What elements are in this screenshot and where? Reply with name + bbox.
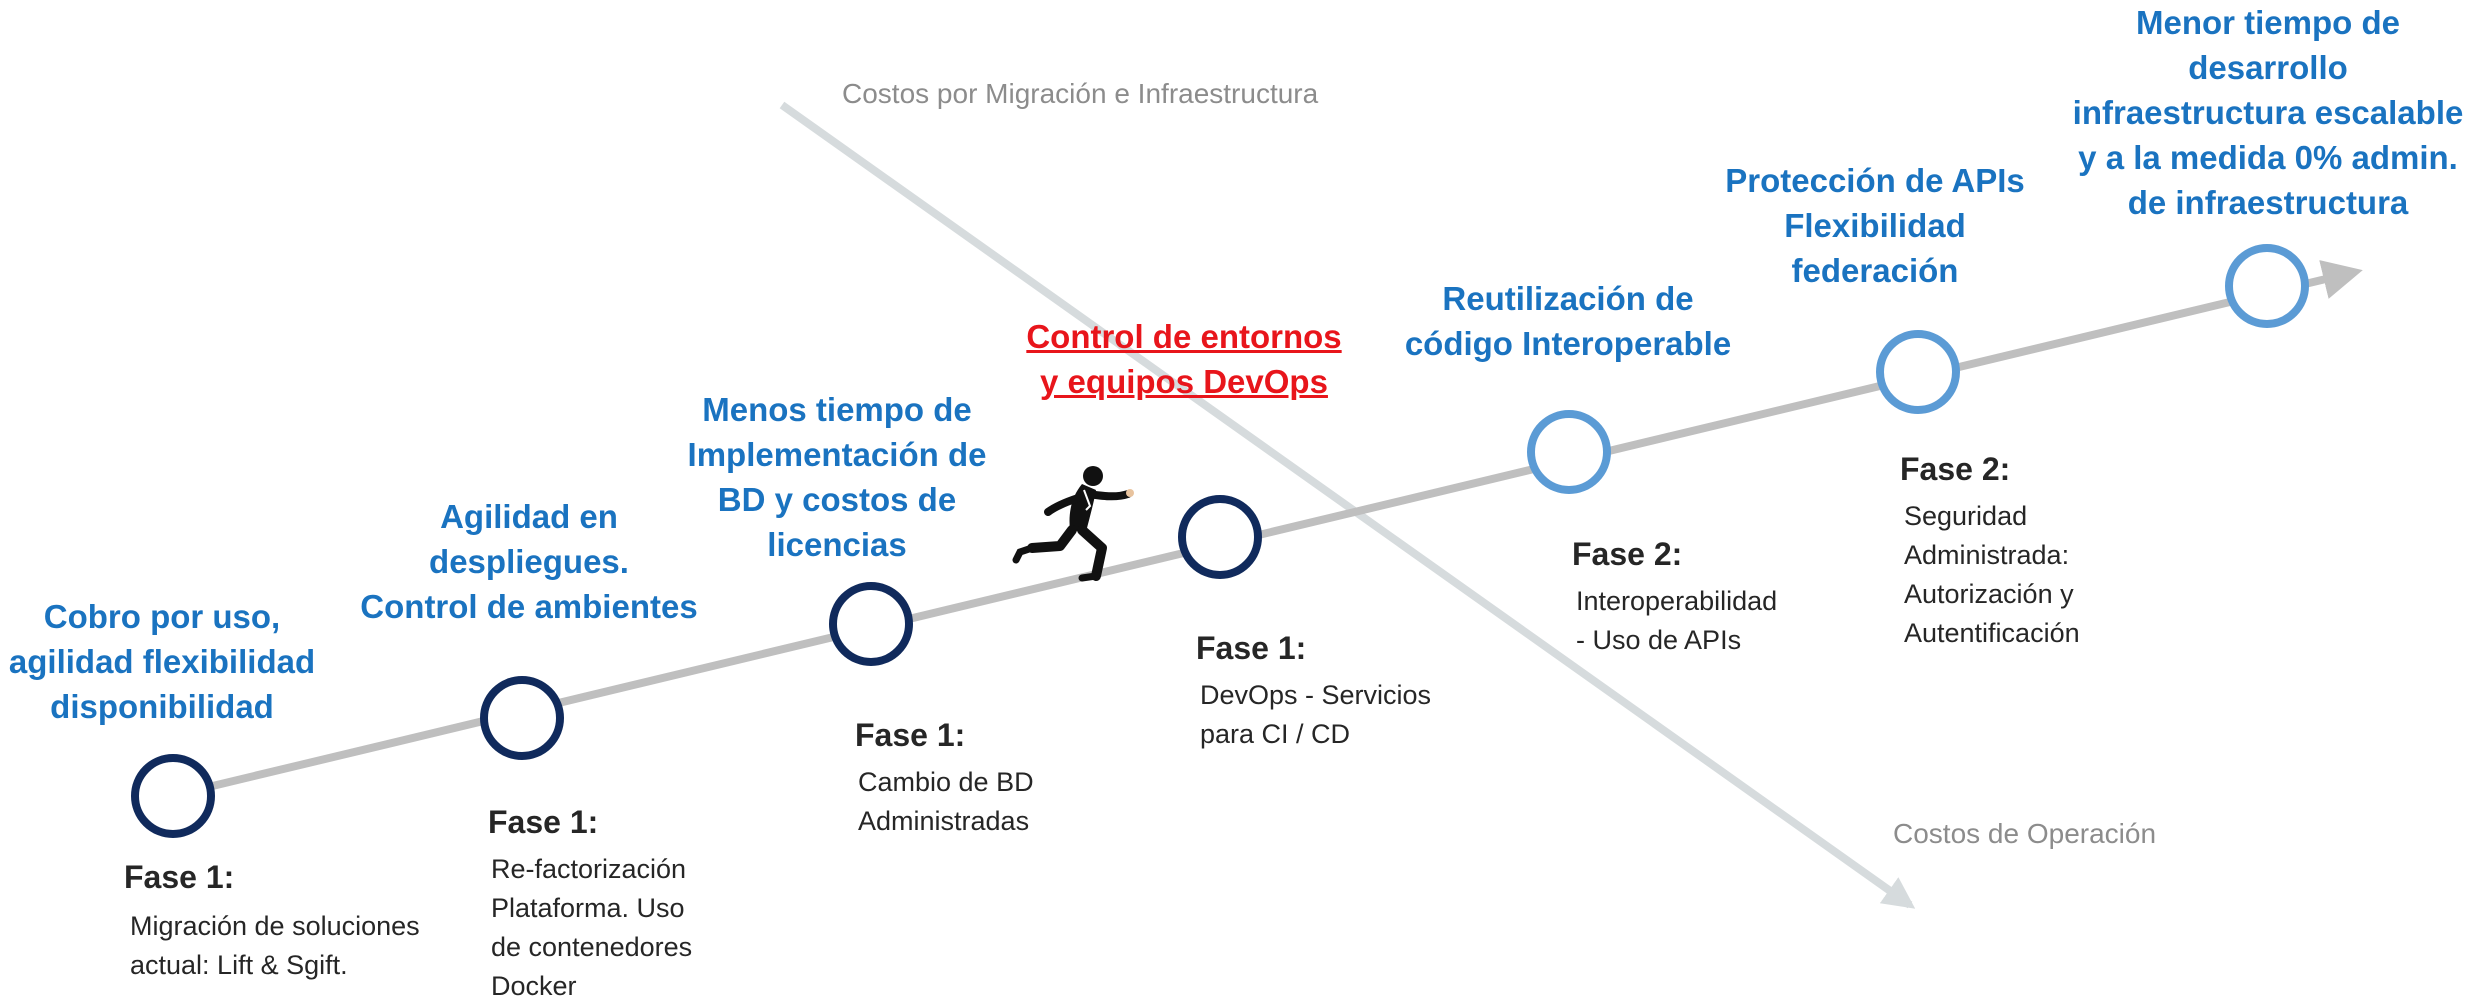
milestone-nodes (131, 244, 2309, 838)
phase-title-3: Fase 1: (855, 717, 966, 753)
operation-cost-label: Costos de Operación (1893, 818, 2157, 849)
migration-cost-arrow (779, 101, 1916, 909)
phase-title-1: Fase 1: (124, 859, 235, 895)
phase-title-4: Fase 1: (1196, 630, 1307, 666)
milestone-node-2 (480, 676, 564, 760)
milestone-node-6 (1876, 330, 1960, 414)
milestone-node-1 (131, 754, 215, 838)
phase-title-2: Fase 1: (488, 804, 599, 840)
phase-title-6: Fase 2: (1900, 451, 2011, 487)
milestone-node-7 (2225, 244, 2309, 328)
milestone-node-4 (1178, 495, 1262, 579)
milestone-node-3 (829, 582, 913, 666)
running-businessman-icon (1012, 466, 1134, 582)
milestone-node-5 (1527, 410, 1611, 494)
phase-desc-5: Interoperabilidad- Uso de APIs (1576, 586, 1778, 655)
phase-title-5: Fase 2: (1572, 536, 1683, 572)
migration-cost-label: Costos por Migración e Infraestructura (842, 78, 1319, 109)
